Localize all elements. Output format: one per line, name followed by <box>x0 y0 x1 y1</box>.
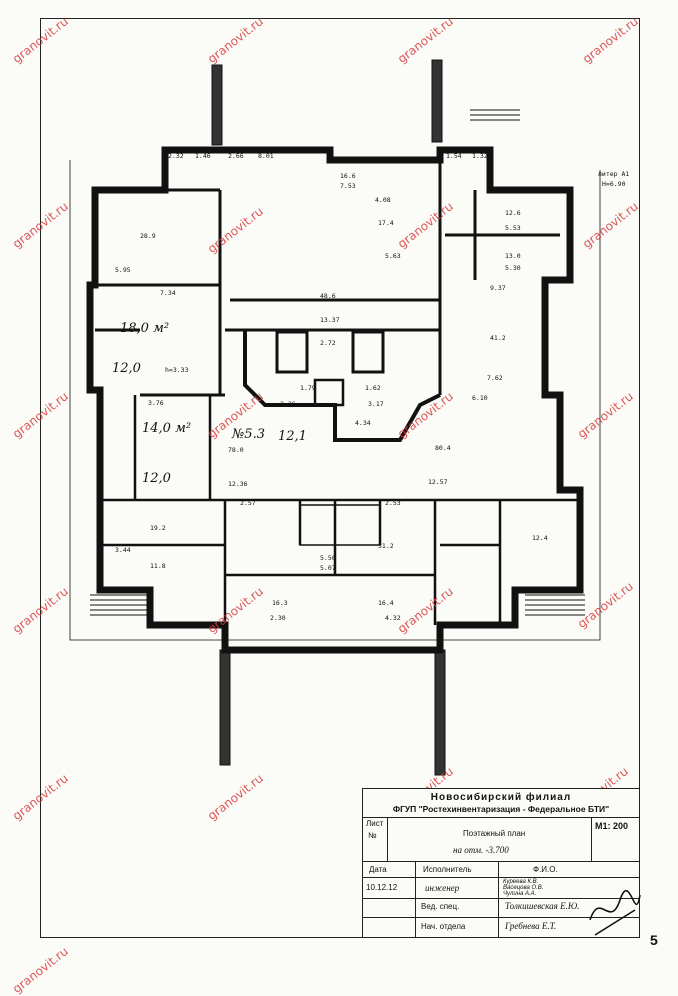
engineer-name: Васецова О.В. <box>503 885 544 891</box>
plan-elevation: на отм. -3.700 <box>453 845 509 855</box>
svg-text:3.26: 3.26 <box>280 400 296 408</box>
handwritten-notes: 18,0 м² 12,0 h=3.33 14,0 м² 12,0 №5.3 12… <box>112 321 307 486</box>
drawing-frame <box>40 18 640 938</box>
svg-text:литер А1: литер А1 <box>598 170 629 178</box>
svg-text:2.72: 2.72 <box>320 339 336 347</box>
org-full-name: ФГУП "Ростехинвентаризация - Федеральное… <box>392 804 610 814</box>
svg-text:9.37: 9.37 <box>490 284 506 292</box>
svg-text:4.32: 4.32 <box>385 614 401 622</box>
svg-text:4.34: 4.34 <box>355 419 371 427</box>
col-role: Исполнитель <box>423 865 472 874</box>
svg-text:5.53: 5.53 <box>505 224 521 232</box>
svg-text:13.0: 13.0 <box>505 252 521 260</box>
svg-text:5.95: 5.95 <box>115 266 131 274</box>
plan-labels: 2.32 1.46 2.66 8.01 1.54 1.32 7.53 4.08 … <box>115 152 629 622</box>
svg-text:1.54: 1.54 <box>446 152 462 160</box>
engineer-name: Чулина А.А. <box>503 891 537 897</box>
svg-text:17.4: 17.4 <box>378 219 394 227</box>
svg-text:18,0 м²: 18,0 м² <box>120 321 169 336</box>
svg-text:№5.3: №5.3 <box>231 427 265 442</box>
svg-text:28.9: 28.9 <box>140 232 156 240</box>
svg-text:2.53: 2.53 <box>385 499 401 507</box>
role-head: Нач. отдела <box>421 922 466 931</box>
col-name: Ф.И.О. <box>533 865 558 874</box>
svg-text:16.6: 16.6 <box>340 172 356 180</box>
lead-name: Толкишевская Е.Ю. <box>505 901 580 911</box>
signature <box>589 890 641 936</box>
svg-text:31.2: 31.2 <box>378 542 394 550</box>
number-label: № <box>368 831 377 840</box>
scale: М1: 200 <box>595 821 629 831</box>
svg-text:14,0 м²: 14,0 м² <box>142 421 191 436</box>
svg-text:12,0: 12,0 <box>142 471 171 486</box>
plan-title: Поэтажный план <box>463 829 526 838</box>
svg-text:16.4: 16.4 <box>378 599 394 607</box>
role-lead: Вед. спец. <box>421 902 460 911</box>
svg-text:h=3.33: h=3.33 <box>165 366 189 374</box>
svg-text:5.63: 5.63 <box>385 252 401 260</box>
svg-text:7.62: 7.62 <box>487 374 503 382</box>
svg-text:12,0: 12,0 <box>112 361 141 376</box>
svg-text:2.32: 2.32 <box>168 152 184 160</box>
svg-text:13.37: 13.37 <box>320 316 340 324</box>
svg-text:5.50: 5.50 <box>320 554 336 562</box>
svg-text:12,1: 12,1 <box>278 429 307 444</box>
svg-text:5.07: 5.07 <box>320 564 336 572</box>
svg-text:2.30: 2.30 <box>270 614 286 622</box>
svg-text:2.57: 2.57 <box>240 499 256 507</box>
svg-text:7.53: 7.53 <box>340 182 356 190</box>
svg-text:1.79: 1.79 <box>300 384 316 392</box>
svg-text:3.44: 3.44 <box>115 546 131 554</box>
page-number: 5 <box>650 932 658 948</box>
svg-text:12.4: 12.4 <box>532 534 548 542</box>
date-value: 10.12.12 <box>366 883 398 892</box>
svg-text:Н=6.90: Н=6.90 <box>602 180 626 188</box>
svg-text:16.3: 16.3 <box>272 599 288 607</box>
svg-text:12.36: 12.36 <box>228 480 248 488</box>
svg-text:1.46: 1.46 <box>195 152 211 160</box>
svg-text:7.34: 7.34 <box>160 289 176 297</box>
svg-text:11.8: 11.8 <box>150 562 166 570</box>
floor-plan: 2.32 1.46 2.66 8.01 1.54 1.32 7.53 4.08 … <box>69 59 629 776</box>
svg-text:1.32: 1.32 <box>472 152 488 160</box>
plan-walls <box>69 59 601 776</box>
engineer-name: Куреева К.В. <box>503 879 539 885</box>
org-name: Новосибирский филиал <box>430 792 572 803</box>
svg-text:3.17: 3.17 <box>368 400 384 408</box>
svg-text:41.2: 41.2 <box>490 334 506 342</box>
svg-text:2.66: 2.66 <box>228 152 244 160</box>
svg-text:6.10: 6.10 <box>472 394 488 402</box>
svg-text:4.08: 4.08 <box>375 196 391 204</box>
svg-text:19.2: 19.2 <box>150 524 166 532</box>
svg-text:3.76: 3.76 <box>148 399 164 407</box>
role-engineer: инженер <box>425 883 460 893</box>
svg-text:1.62: 1.62 <box>365 384 381 392</box>
svg-text:5.30: 5.30 <box>505 264 521 272</box>
head-name: Гребнева Е.Т. <box>505 921 557 931</box>
svg-text:78.0: 78.0 <box>228 446 244 454</box>
svg-text:12.6: 12.6 <box>505 209 521 217</box>
col-date: Дата <box>369 865 387 874</box>
sheet-label: Лист <box>366 819 384 828</box>
svg-text:80.4: 80.4 <box>435 444 451 452</box>
svg-text:12.57: 12.57 <box>428 478 448 486</box>
svg-text:48.6: 48.6 <box>320 292 336 300</box>
svg-text:8.01: 8.01 <box>258 152 274 160</box>
title-block: Новосибирский филиал ФГУП "Ростехинвента… <box>362 788 640 938</box>
